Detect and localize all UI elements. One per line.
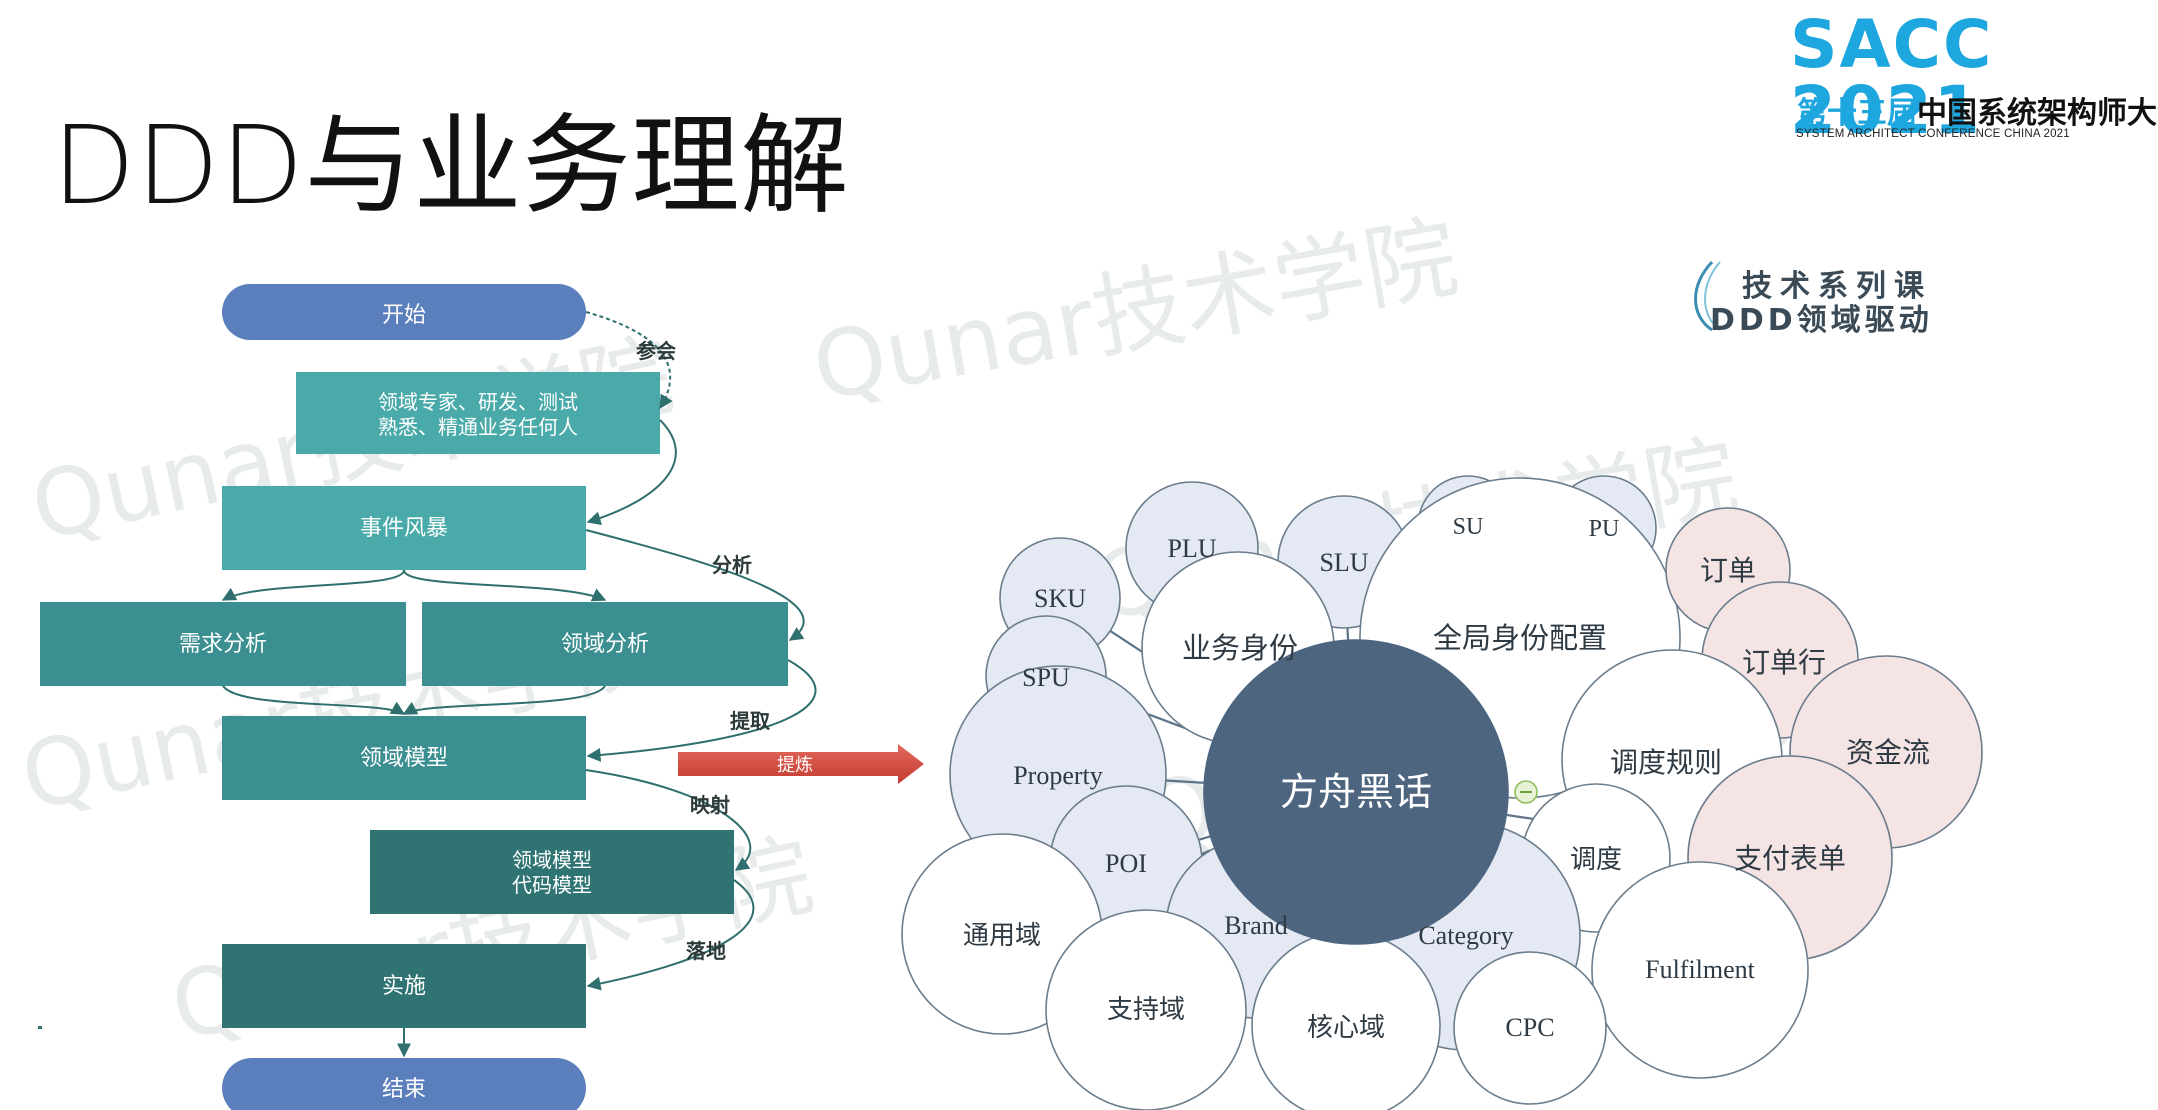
- watermark: Qunar技术学院: [805, 203, 1465, 421]
- flow-implement-label: 实施: [382, 974, 426, 999]
- flow-implement-node: [222, 944, 586, 1028]
- flowchart: 开始 领域专家、研发、测试 熟悉、精通业务任何人 事件风暴 需求分析 领域分析 …: [38, 284, 817, 1110]
- flow-event-storming-node: [222, 486, 586, 570]
- bubble-center-label: 方舟黑话: [1280, 770, 1432, 814]
- flow-start-node: [222, 284, 586, 340]
- bubble-brand-label: Brand: [1224, 911, 1288, 940]
- logo-main-text: SACC 2021: [1790, 6, 1994, 149]
- flow-edge-land: [586, 879, 755, 991]
- flow-edge-split-left: [221, 569, 405, 601]
- flow-event-storming-label: 事件风暴: [360, 516, 448, 541]
- bubble-property-label: Property: [1013, 761, 1103, 790]
- flow-edge-merge-right: [402, 685, 606, 715]
- bubble-global-identity-label: 全局身份配置: [1433, 621, 1607, 655]
- flow-domain-analysis-node: [422, 602, 788, 686]
- flow-code-model-node: [370, 830, 734, 914]
- bubble-cpc-label: CPC: [1505, 1013, 1554, 1042]
- flow-code-model-line1: 领域模型: [512, 848, 592, 872]
- sacc-logo: SACC 2021 第十三届中国系统架构师大会 SYSTEM ARCHITECT…: [1790, 6, 2158, 149]
- bubble-fulfilment: [1591, 861, 1809, 1079]
- flow-edge-label-map: 映射: [690, 793, 730, 817]
- flow-marker: [38, 1026, 42, 1029]
- bubble-support-domain-label: 支持域: [1107, 995, 1185, 1025]
- course-badge-ring: [1694, 260, 1721, 332]
- bubble-fulfilment-label: Fulfilment: [1645, 955, 1756, 984]
- bubble-payment-form-label: 支付表单: [1734, 842, 1846, 875]
- bubble-map: PLU SLU SU PU SKU 业务身份 全局身份配置 订单 订单行 SPU…: [901, 475, 1983, 1110]
- bubble-schedule-label: 调度: [1570, 845, 1622, 875]
- refine-arrow-label: 提炼: [777, 755, 813, 776]
- flow-edge-label-extract: 提取: [730, 709, 770, 733]
- flow-domain-analysis-label: 领域分析: [561, 632, 649, 657]
- flow-edge-map: [585, 769, 752, 871]
- logo-cn-prefix: 第十三届: [1797, 96, 1917, 131]
- logo-cn-text: 第十三届中国系统架构师大会: [1797, 88, 2158, 132]
- flow-edge-analyze: [585, 529, 805, 641]
- flow-requirement-analysis-node: [40, 602, 406, 686]
- bubble-sku-label: SKU: [1034, 584, 1086, 613]
- bubble-category-label: Category: [1418, 921, 1513, 950]
- flow-participants-line1: 领域专家、研发、测试: [378, 390, 578, 414]
- flow-domain-model-label: 领域模型: [360, 746, 448, 771]
- logo-en-text: SYSTEM ARCHITECT CONFERENCE CHINA 2021: [1796, 128, 2070, 140]
- flow-edge-label-land: 落地: [686, 939, 726, 963]
- flow-edge-split-right: [403, 569, 607, 602]
- bubble-core-domain-label: 核心域: [1307, 1013, 1385, 1043]
- bubble-plu-label: PLU: [1167, 534, 1216, 563]
- course-badge-line1: 技术系列课: [1742, 269, 1932, 304]
- flow-edge-merge-left: [222, 685, 406, 715]
- bubble-cpc: [1453, 951, 1607, 1105]
- course-badge: 技术系列课 DDD领域驱动: [1680, 255, 2020, 345]
- bubble-spu-label: SPU: [1022, 663, 1070, 692]
- course-badge-line2: DDD领域驱动: [1710, 303, 1933, 338]
- bubble-order-line-label: 订单行: [1742, 646, 1826, 679]
- bubble-pu-label: PU: [1589, 516, 1620, 542]
- flow-domain-model-node: [222, 716, 586, 800]
- flow-end-node: [222, 1058, 586, 1110]
- bubble-poi-label: POI: [1105, 849, 1147, 878]
- bubble-order-label: 订单: [1700, 554, 1756, 587]
- bubble-fund-flow-label: 资金流: [1846, 736, 1930, 769]
- flow-edge-label-analyze: 分析: [712, 553, 752, 577]
- bubble-su-label: SU: [1453, 514, 1484, 540]
- flow-edge-join: [585, 311, 673, 410]
- flow-edge-label-join: 参会: [636, 339, 676, 363]
- page-title: DDD与业务理解: [52, 104, 850, 229]
- bubble-center: [1203, 639, 1509, 945]
- flow-start-label: 开始: [382, 303, 426, 328]
- bubble-biz-identity-label: 业务身份: [1182, 631, 1298, 665]
- flow-requirement-analysis-label: 需求分析: [179, 632, 267, 657]
- bubble-slu-label: SLU: [1319, 548, 1368, 577]
- flow-edge-extract: [586, 659, 817, 762]
- flow-participants-node: [296, 372, 660, 454]
- flow-end-label: 结束: [382, 1077, 426, 1102]
- bubble-support-domain: [1045, 909, 1247, 1110]
- bubble-schedule-rule-label: 调度规则: [1610, 746, 1722, 779]
- flow-code-model-line2: 代码模型: [512, 873, 592, 897]
- bubble-general-domain-label: 通用域: [963, 921, 1041, 951]
- logo-cn-main: 中国系统架构师大会: [1917, 96, 2158, 131]
- refine-arrow: 提炼: [678, 744, 924, 784]
- flow-participants-line2: 熟悉、精通业务任何人: [378, 415, 578, 439]
- flow-edge-to-storming: [586, 419, 677, 526]
